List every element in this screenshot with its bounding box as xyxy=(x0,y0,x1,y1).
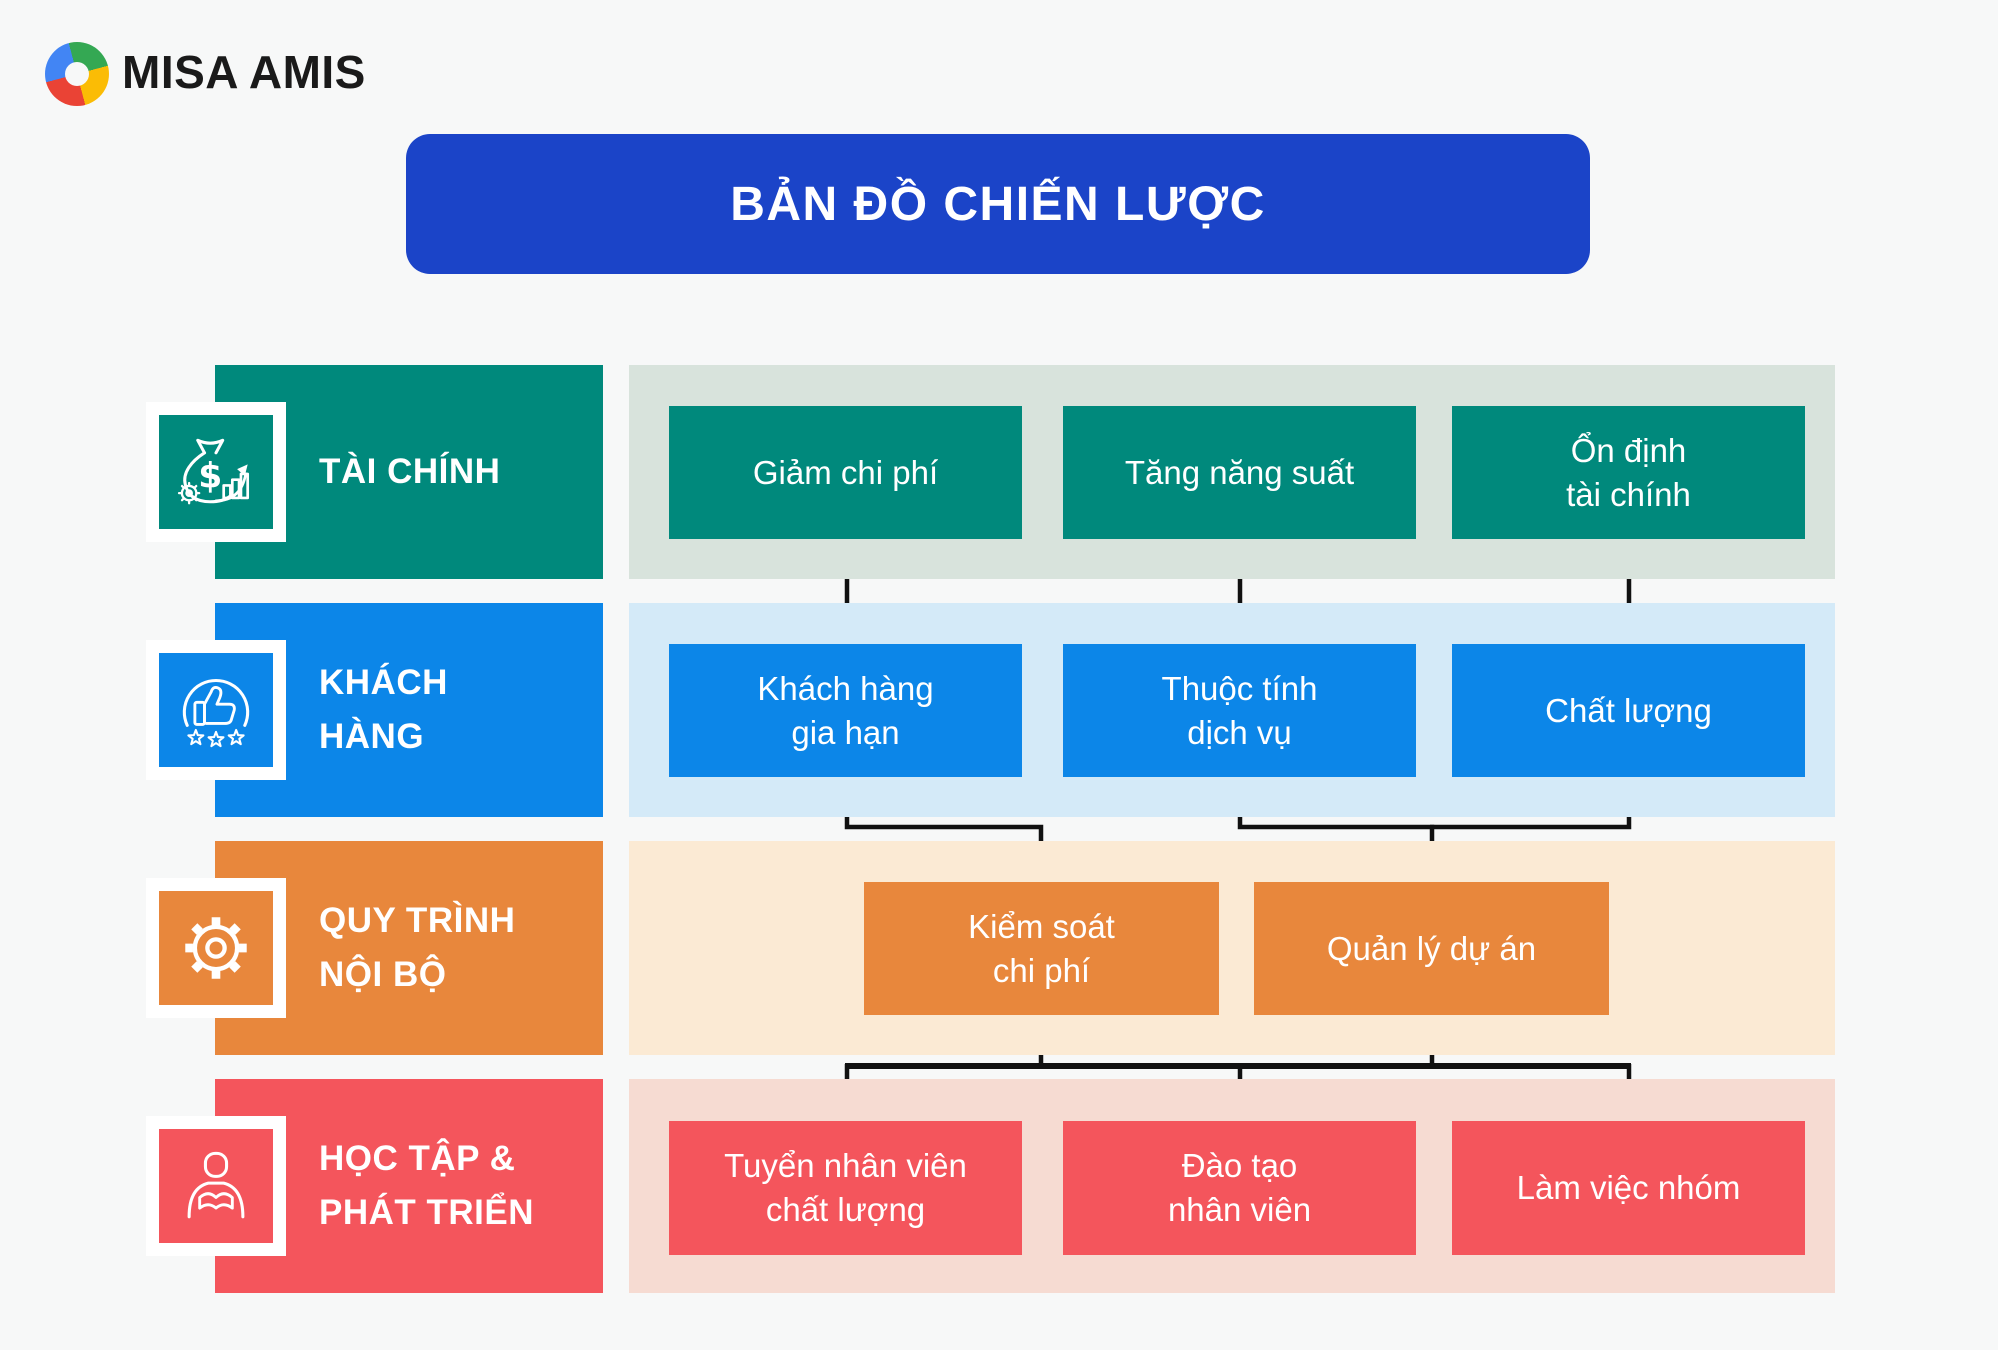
process-band xyxy=(629,841,1835,1055)
node-lam-viec-nhom: Làm việc nhóm xyxy=(1452,1121,1805,1255)
node-dao-tao-nhan-vien: Đào tạo nhân viên xyxy=(1063,1121,1416,1255)
node-chat-luong: Chất lượng xyxy=(1452,644,1805,777)
node-on-dinh-tai-chinh: Ổn định tài chính xyxy=(1452,406,1805,539)
learning-label: HỌC TẬP & PHÁT TRIỂN xyxy=(319,1138,534,1232)
page-title: BẢN ĐỒ CHIẾN LƯỢC xyxy=(730,177,1266,231)
gear-icon xyxy=(159,891,273,1005)
learning-icon-tile xyxy=(146,1116,286,1256)
customer-label: KHÁCH HÀNG xyxy=(319,662,448,756)
node-tang-nang-suat: Tăng năng suất xyxy=(1063,406,1416,539)
person-book-icon xyxy=(159,1129,273,1243)
page-title-banner: BẢN ĐỒ CHIẾN LƯỢC xyxy=(406,134,1590,274)
node-tuyen-nhan-vien: Tuyển nhân viên chất lượng xyxy=(669,1121,1022,1255)
process-icon-tile xyxy=(146,878,286,1018)
node-khach-hang-gia-han: Khách hàng gia hạn xyxy=(669,644,1022,777)
money-bag-chart-icon: $ xyxy=(159,415,273,529)
customer-icon-tile xyxy=(146,640,286,780)
finance-icon-tile: $ xyxy=(146,402,286,542)
node-quan-ly-du-an: Quản lý dự án xyxy=(1254,882,1609,1015)
misa-swirl-logo-icon xyxy=(45,42,109,106)
thumbs-up-stars-icon xyxy=(159,653,273,767)
process-label: QUY TRÌNH NỘI BỘ xyxy=(319,900,516,994)
finance-label: TÀI CHÍNH xyxy=(319,451,501,491)
svg-text:$: $ xyxy=(198,456,222,496)
node-kiem-soat-chi-phi: Kiểm soát chi phí xyxy=(864,882,1219,1015)
brand-name: MISA AMIS xyxy=(122,46,366,98)
node-giam-chi-phi: Giảm chi phí xyxy=(669,406,1022,539)
node-thuoc-tinh-dich-vu: Thuộc tính dịch vụ xyxy=(1063,644,1416,777)
